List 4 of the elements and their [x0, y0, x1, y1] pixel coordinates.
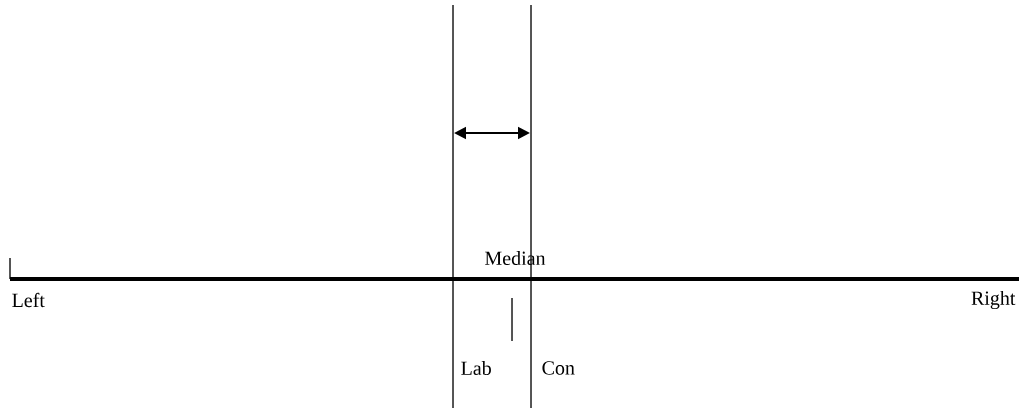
axis-end-label: Right: [971, 290, 1016, 310]
group-label: Con: [542, 361, 575, 375]
axis-end-label: Left: [12, 292, 45, 308]
group-label: Lab: [461, 361, 491, 376]
